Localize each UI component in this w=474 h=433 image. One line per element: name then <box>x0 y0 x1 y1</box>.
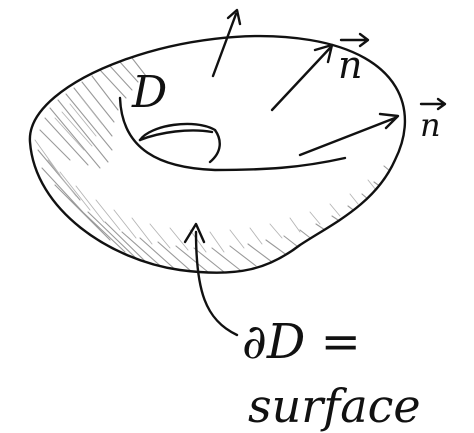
torus-hole <box>138 122 221 164</box>
normal-arrows <box>211 8 400 157</box>
svg-text:n: n <box>338 43 362 87</box>
labels: D n n ∂D = surface <box>131 32 447 433</box>
boundary-pointer-arrow <box>194 230 239 337</box>
normal-label-right: n <box>419 97 447 144</box>
normal-arrow-upper <box>270 43 334 112</box>
normal-arrow-top <box>211 8 242 78</box>
torus-inner-rim <box>118 96 347 172</box>
torus-outer-edge <box>28 35 407 274</box>
torus-inner-top <box>138 129 214 142</box>
normal-label-upper: n <box>338 32 370 87</box>
vector-arrow-icon <box>339 32 370 48</box>
region-label-d: D <box>131 67 167 118</box>
torus <box>28 35 407 274</box>
svg-text:n: n <box>420 106 441 144</box>
boundary-word: surface <box>248 379 421 433</box>
normal-arrow-right <box>298 112 400 157</box>
torus-shading <box>34 57 397 273</box>
boundary-pointer-head <box>183 222 206 244</box>
boundary-equation: ∂D = <box>242 314 361 370</box>
vector-arrow-icon <box>419 97 447 111</box>
